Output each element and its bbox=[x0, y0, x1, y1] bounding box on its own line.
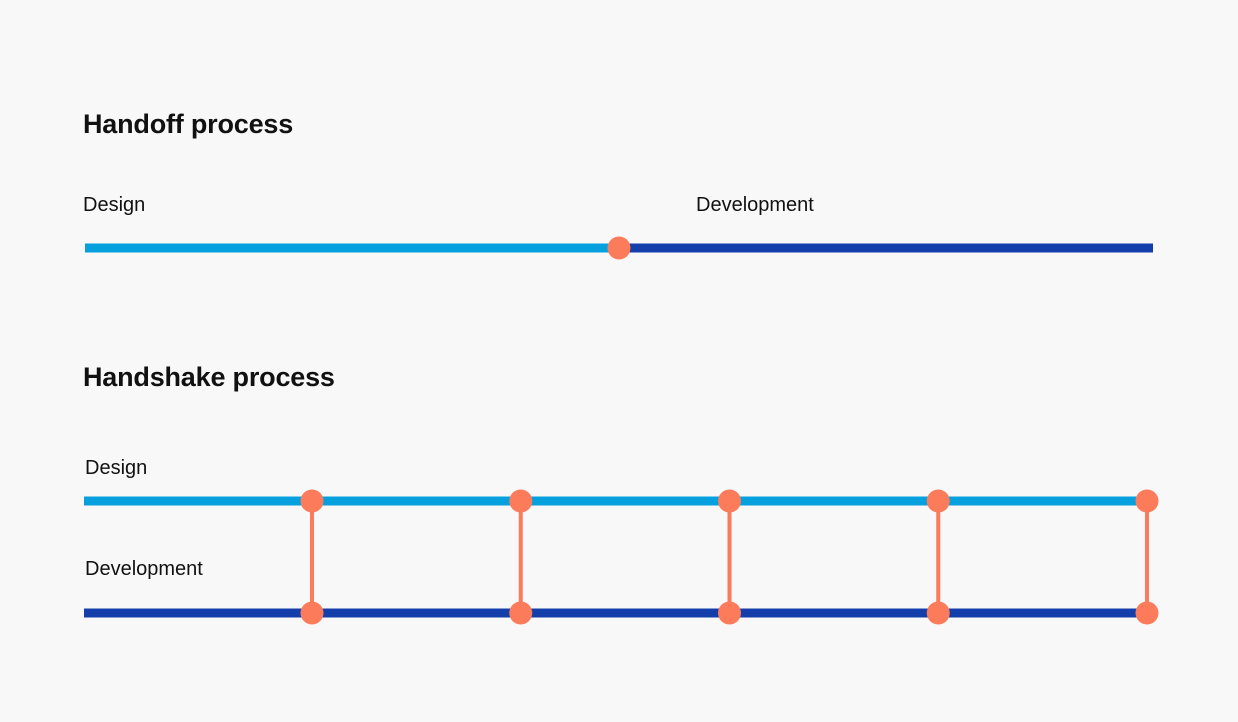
handoff-design-label: Design bbox=[83, 194, 146, 216]
handshake-development-label: Development bbox=[85, 558, 203, 580]
handshake-development-point bbox=[1135, 601, 1159, 625]
handshake-design-point bbox=[926, 489, 950, 513]
handshake-timeline bbox=[84, 489, 1159, 625]
handshake-design-point bbox=[509, 489, 533, 513]
handoff-timeline bbox=[85, 236, 1153, 260]
handshake-development-point bbox=[926, 601, 950, 625]
handshake-development-point bbox=[718, 601, 741, 625]
handoff-point bbox=[607, 236, 631, 260]
handoff-points bbox=[607, 236, 631, 260]
handshake-design-label: Design bbox=[85, 457, 148, 479]
handshake-points bbox=[300, 489, 1159, 625]
handshake-title: Handshake process bbox=[83, 362, 335, 392]
handshake-design-point bbox=[300, 489, 324, 513]
handshake-design-point bbox=[1135, 489, 1159, 513]
handshake-development-point bbox=[509, 601, 533, 625]
handshake-development-point bbox=[300, 601, 324, 625]
handoff-title: Handoff process bbox=[83, 109, 294, 139]
handshake-design-point bbox=[718, 489, 741, 513]
handoff-development-label: Development bbox=[696, 194, 814, 216]
